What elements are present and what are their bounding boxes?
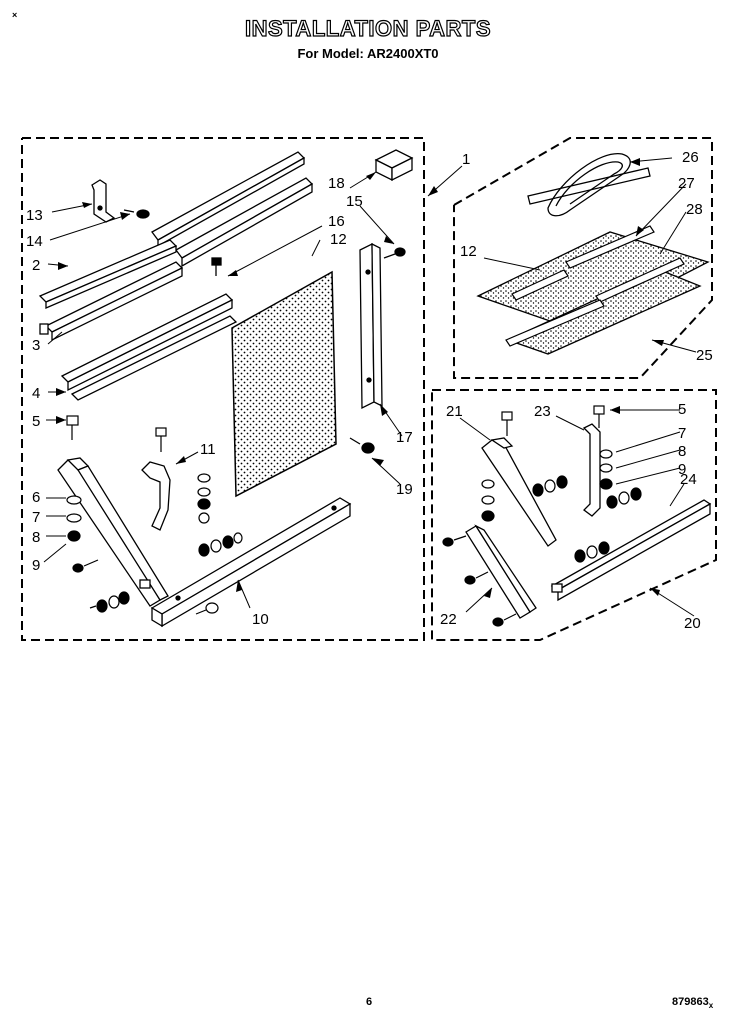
document-code-suffix: x [708,1001,714,1011]
callout-4: 4 [32,385,40,402]
callout-23: 23 [534,403,551,420]
document-code: 879863x [672,996,713,1010]
part-3-rail [39,261,184,342]
leader-arrows [56,158,664,598]
part-6-arm [57,457,169,607]
washer-stack-right-a [481,479,495,522]
callout-18: 18 [328,175,345,192]
part-23-bracket [582,423,601,517]
part-26-loop [547,153,631,217]
part-15-screw [383,247,406,259]
nut-group-center [198,532,243,557]
part-17-post [359,242,383,410]
callout-1: 1 [462,151,470,168]
nut-group-left [89,591,130,613]
washer-stack-left [66,495,82,542]
callout-22: 22 [440,611,457,628]
callout-24: 24 [680,471,697,488]
callout-25: 25 [696,347,713,364]
lower-rail [60,293,238,401]
callout-9-right: 9 [678,461,686,478]
part-10-screw [195,602,219,615]
part-13-bracket [91,179,116,223]
top-rail [151,151,314,268]
callout-11: 11 [200,441,216,458]
callout-6: 6 [32,489,40,506]
corner-mark: × [12,10,18,20]
part-11-bolt [155,427,167,452]
callout-19: 19 [396,481,413,498]
part-27-channel [511,225,655,301]
washer-stack-center [197,473,211,524]
part-16-screw [211,257,222,276]
callout-14: 14 [26,233,43,250]
callout-15: 15 [346,193,363,210]
main-kit-box [21,137,425,641]
part-12-foam-pad [476,231,710,331]
part-21-arm [481,437,557,547]
model-subtitle: For Model: AR2400XT0 [297,46,439,61]
part-28-channel [505,257,685,347]
part-5-bolt-right [593,405,605,428]
callout-7: 7 [32,509,40,526]
callout-12-gasket: 12 [460,243,477,260]
callout-10: 10 [252,611,269,628]
part-10-rail [150,497,352,628]
bracket-kit-box [431,389,717,641]
callout-labels: 1 13 14 2 3 4 5 6 7 8 9 10 11 18 15 16 1… [26,149,713,632]
part-24-rail [550,499,712,602]
callout-7-right: 7 [678,425,686,442]
callout-28: 28 [686,201,703,218]
part-2-rail [38,239,178,309]
washer-stack-right-b [599,449,613,490]
nut-group-right-b [606,487,642,509]
callout-3: 3 [32,337,40,354]
page-number: 6 [366,996,373,1008]
callout-13: 13 [26,207,43,224]
bolt-right-lower [442,535,517,627]
page-title: INSTALLATION PARTS [244,15,492,41]
callout-5: 5 [32,413,40,430]
part-11-bracket [141,461,171,531]
callout-2: 2 [32,257,40,274]
part-22-arm [465,524,537,619]
callout-27: 27 [678,175,695,192]
callout-16: 16 [328,213,345,230]
part-12-panel [231,270,337,498]
callout-12: 12 [330,231,347,248]
callout-17: 17 [396,429,413,446]
callout-8-right: 8 [678,443,686,460]
callout-5-right: 5 [678,401,686,418]
part-5-bolt [66,415,79,440]
callout-20: 20 [684,615,701,632]
part-26-strip [527,167,651,205]
nut-group-right-c [574,541,610,563]
nut-group-right-a [532,475,568,497]
document-code-number: 879863 [672,996,709,1008]
callout-9: 9 [32,557,40,574]
callout-21: 21 [446,403,463,420]
gasket-kit-box [453,137,713,379]
part-21-bolt [501,411,513,436]
callout-8: 8 [32,529,40,546]
callout-26: 26 [682,149,699,166]
part-14-screw [123,209,150,219]
bolt-left-lower [72,559,99,573]
part-18-block [374,149,414,182]
part-19-screw [349,437,375,454]
